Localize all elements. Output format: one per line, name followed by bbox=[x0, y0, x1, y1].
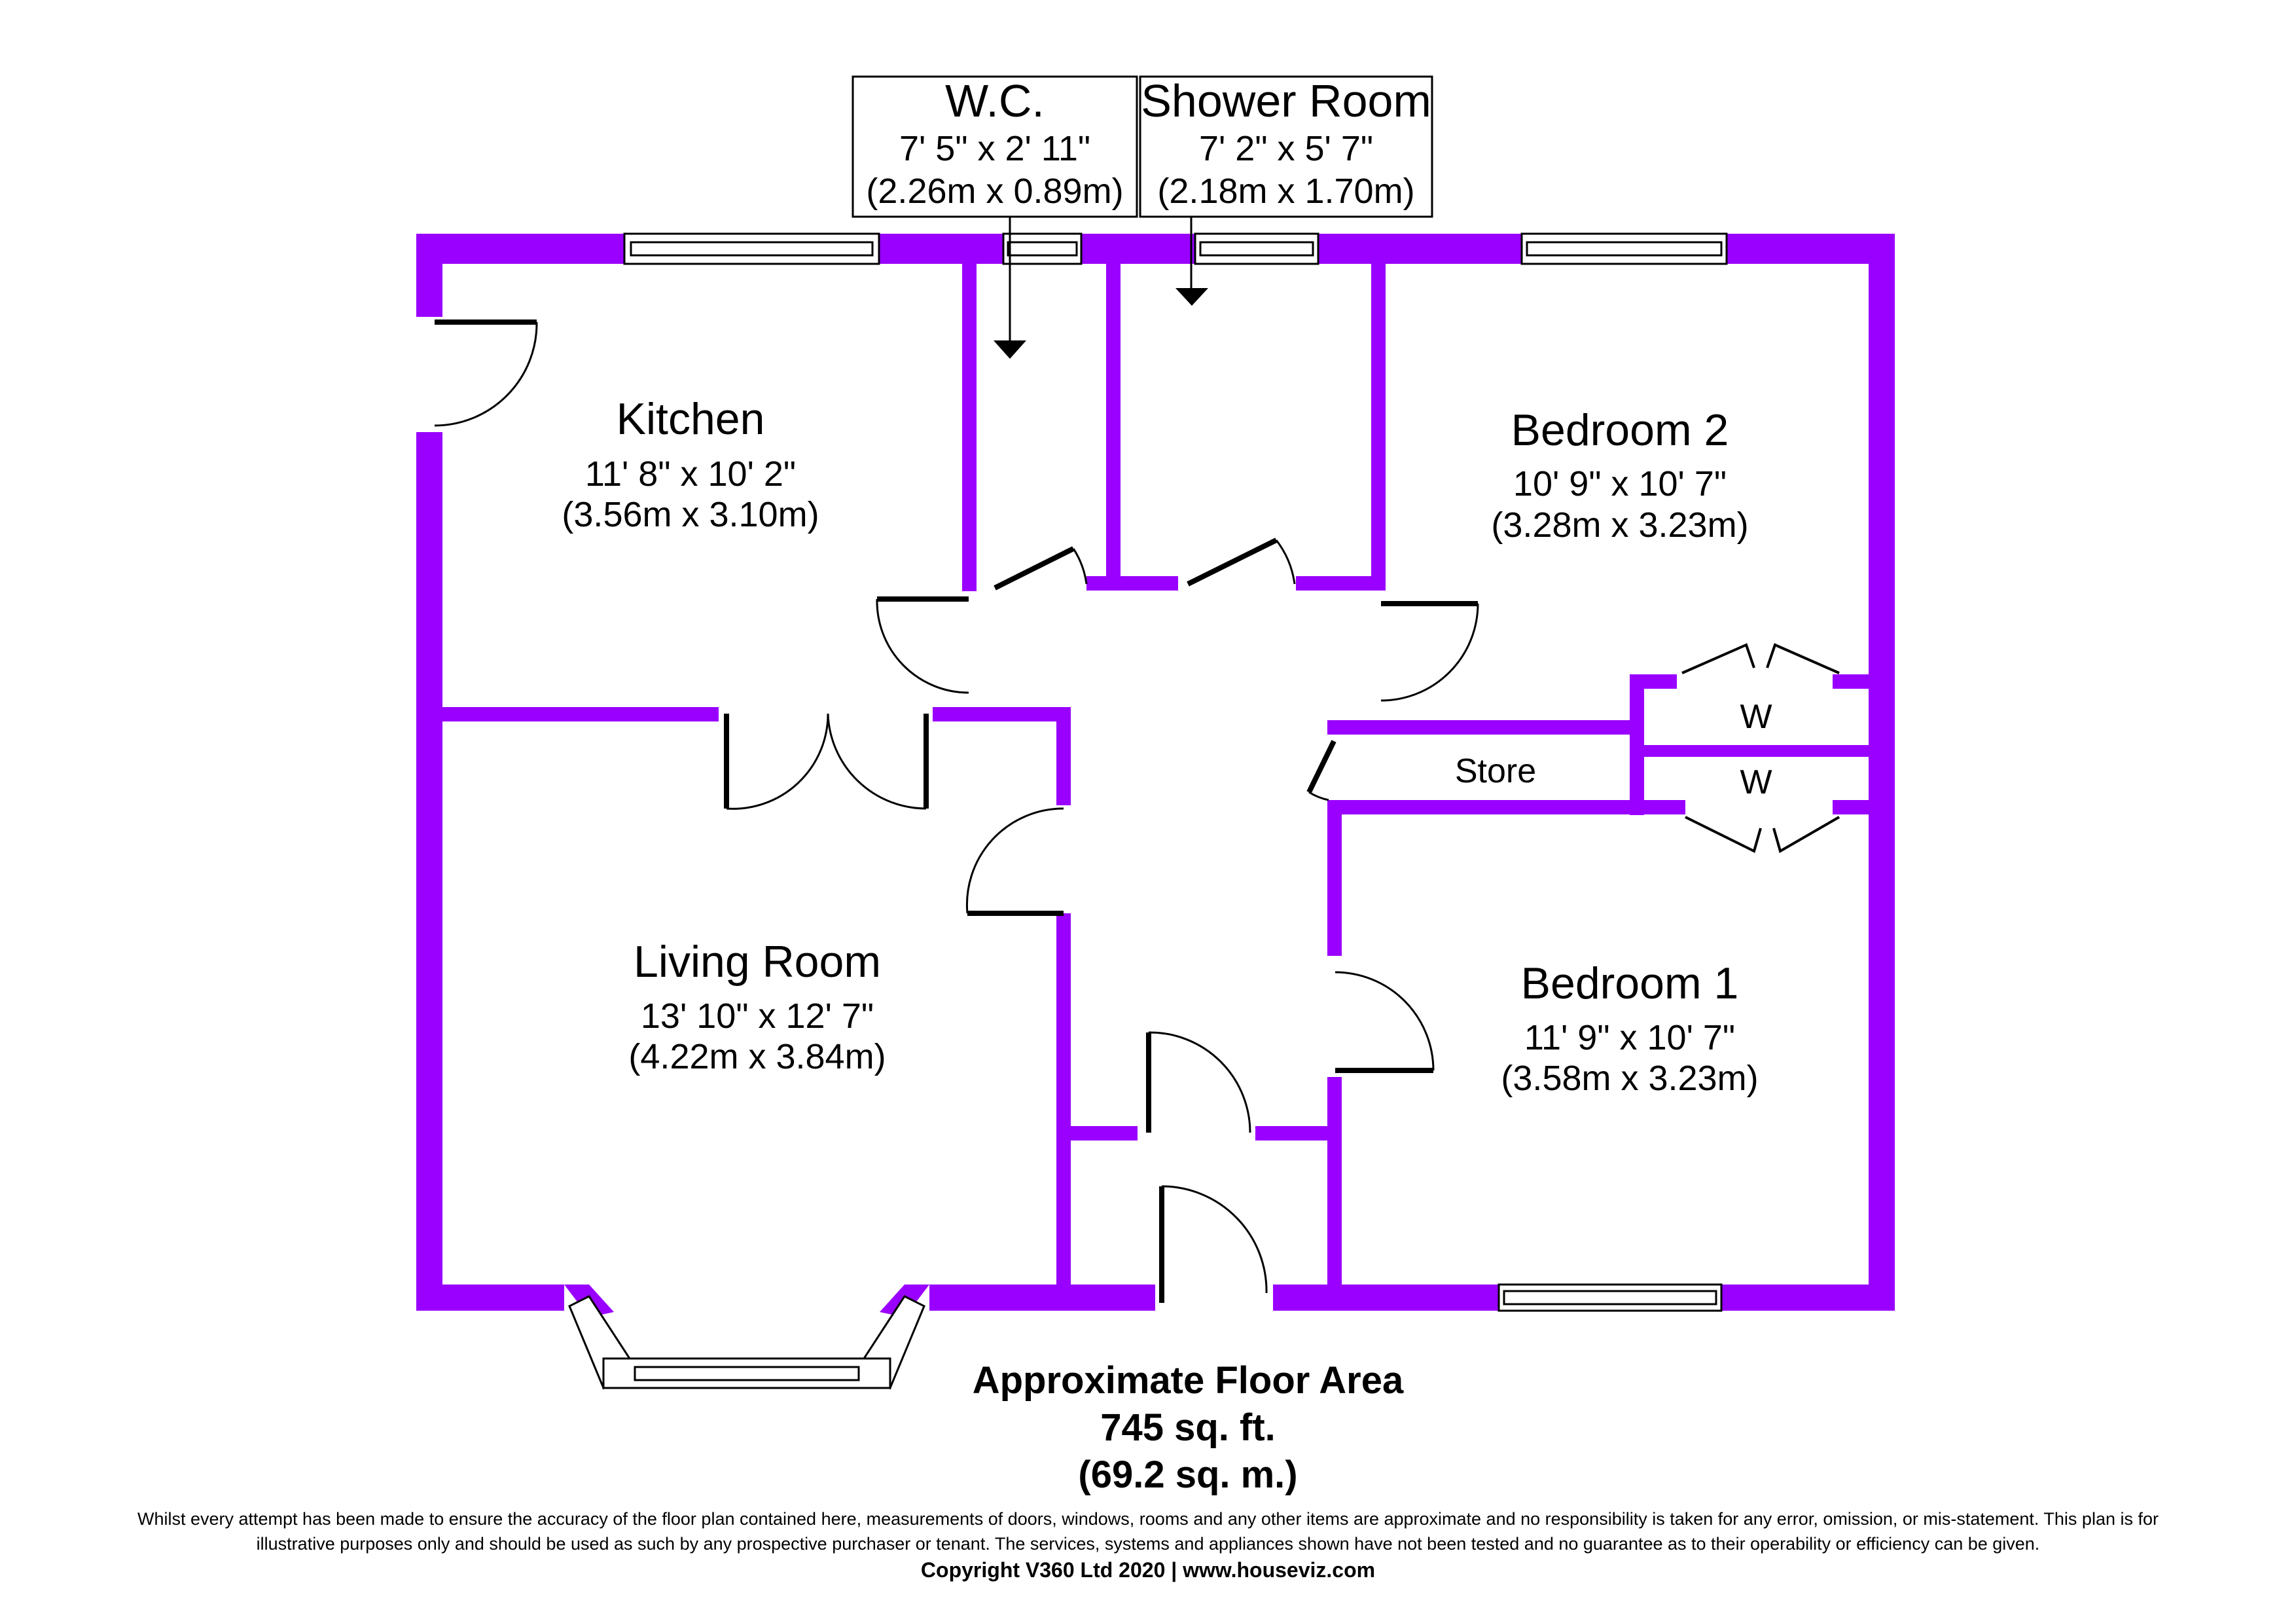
area-sqm: (69.2 sq. m.) bbox=[1078, 1453, 1297, 1496]
disclaimer-line-2: illustrative purposes only and should be… bbox=[256, 1534, 2040, 1554]
wardrobe-label-bottom: W bbox=[1740, 763, 1772, 801]
window-wc bbox=[1002, 232, 1083, 265]
shower-label-box: Shower Room 7' 2" x 5' 7" (2.18m x 1.70m… bbox=[1139, 75, 1433, 306]
windows bbox=[564, 232, 1728, 1390]
area-title: Approximate Floor Area bbox=[973, 1359, 1404, 1402]
wc-label-box: W.C. 7' 5" x 2' 11" (2.26m x 0.89m) bbox=[852, 75, 1138, 359]
wc-pointer-arrow bbox=[994, 340, 1026, 359]
window-shower bbox=[1194, 232, 1319, 265]
shower-pointer-arrow bbox=[1175, 288, 1208, 306]
room-kitchen: Kitchen 11' 8" x 10' 2" (3.56m x 3.10m) bbox=[562, 394, 819, 534]
living-metric: (4.22m x 3.84m) bbox=[628, 1037, 886, 1076]
bedroom1-imperial: 11' 9" x 10' 7" bbox=[1524, 1018, 1735, 1057]
area-sqft: 745 sq. ft. bbox=[1100, 1406, 1276, 1449]
shower-imperial: 7' 2" x 5' 7" bbox=[1199, 129, 1373, 168]
room-living: Living Room 13' 10" x 12' 7" (4.22m x 3.… bbox=[628, 937, 886, 1076]
bedroom1-metric: (3.58m x 3.23m) bbox=[1501, 1059, 1758, 1098]
shower-name: Shower Room bbox=[1141, 75, 1431, 126]
kitchen-name: Kitchen bbox=[617, 394, 765, 444]
kitchen-imperial: 11' 8" x 10' 2" bbox=[585, 454, 796, 494]
bedroom2-metric: (3.28m x 3.23m) bbox=[1491, 505, 1748, 545]
wardrobe-label-top: W bbox=[1740, 698, 1772, 736]
floor-area: Approximate Floor Area 745 sq. ft. (69.2… bbox=[973, 1359, 1404, 1496]
internal-walls bbox=[442, 264, 1869, 1285]
living-imperial: 13' 10" x 12' 7" bbox=[641, 996, 874, 1036]
window-bedroom2 bbox=[1520, 232, 1728, 265]
window-kitchen bbox=[623, 232, 880, 265]
copyright: Copyright V360 Ltd 2020 | www.houseviz.c… bbox=[920, 1558, 1376, 1582]
wc-imperial: 7' 5" x 2' 11" bbox=[899, 129, 1090, 168]
kitchen-metric: (3.56m x 3.10m) bbox=[562, 495, 819, 534]
room-bedroom2: Bedroom 2 10' 9" x 10' 7" (3.28m x 3.23m… bbox=[1491, 405, 1748, 545]
bedroom2-name: Bedroom 2 bbox=[1511, 405, 1729, 455]
wc-name: W.C. bbox=[945, 75, 1045, 126]
external-walls bbox=[416, 234, 1895, 1311]
disclaimer-line-1: Whilst every attempt has been made to en… bbox=[137, 1509, 2159, 1529]
bay-window bbox=[564, 1285, 929, 1390]
doors bbox=[434, 319, 1840, 1303]
wc-metric: (2.26m x 0.89m) bbox=[866, 172, 1123, 211]
room-bedroom1: Bedroom 1 11' 9" x 10' 7" (3.58m x 3.23m… bbox=[1501, 958, 1758, 1098]
shower-metric: (2.18m x 1.70m) bbox=[1157, 172, 1414, 211]
bedroom2-imperial: 10' 9" x 10' 7" bbox=[1513, 464, 1727, 503]
living-name: Living Room bbox=[634, 937, 881, 987]
window-bedroom1 bbox=[1498, 1283, 1723, 1312]
bedroom1-name: Bedroom 1 bbox=[1521, 958, 1739, 1008]
store-label: Store bbox=[1455, 752, 1536, 790]
